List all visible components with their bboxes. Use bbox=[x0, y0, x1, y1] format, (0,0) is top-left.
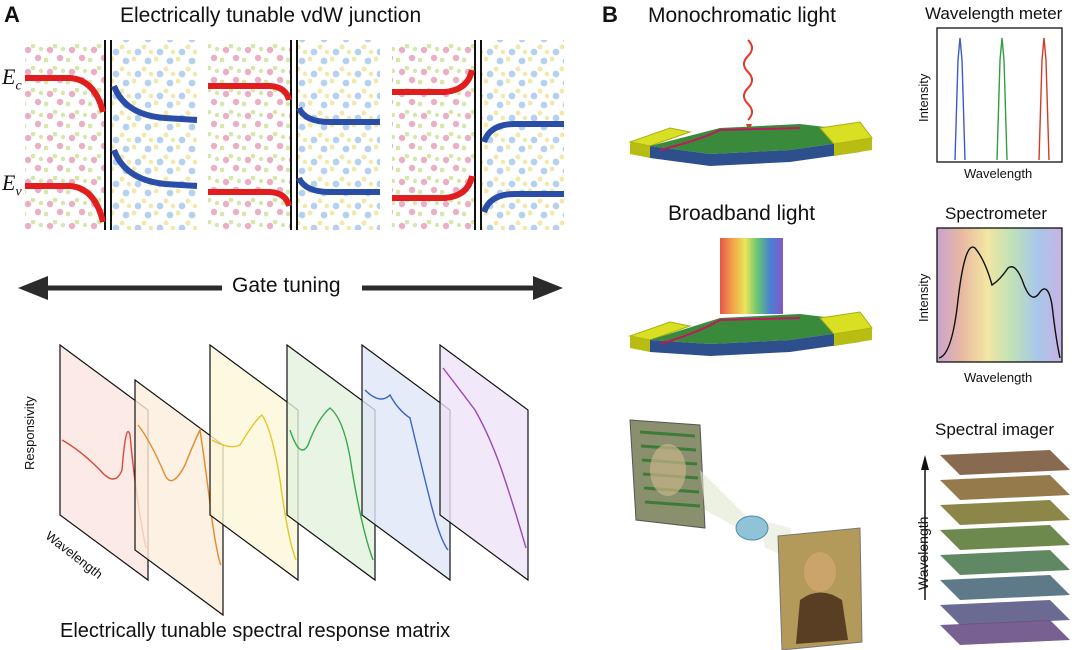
conduction-band-n-3 bbox=[481, 121, 564, 144]
panel-a-title: Electrically tunable vdW junction bbox=[120, 4, 422, 27]
response-plane-4 bbox=[286, 343, 376, 582]
spectral-imager-stack bbox=[921, 450, 1070, 645]
gate-tuning-arrow bbox=[18, 276, 563, 300]
broadband-title: Broadband light bbox=[668, 202, 816, 225]
valence-band-n-3 bbox=[481, 191, 564, 214]
wavelength-peak-green bbox=[996, 37, 1008, 161]
valence-band-n-1 bbox=[111, 148, 198, 189]
wavelength-meter-xlabel: Wavelength bbox=[964, 166, 1033, 181]
ec-label: Ec bbox=[2, 64, 22, 94]
response-plane-6 bbox=[439, 343, 529, 582]
conduction-band-p-1 bbox=[25, 75, 106, 113]
conduction-band-p-2 bbox=[208, 83, 292, 101]
spectrometer-chart bbox=[936, 227, 1063, 363]
valence-band-p-2 bbox=[208, 189, 292, 207]
spectrometer-title: Spectrometer bbox=[945, 204, 1048, 223]
junction-3 bbox=[392, 40, 564, 230]
valence-band-p-3 bbox=[392, 175, 475, 201]
conduction-band-n-2 bbox=[296, 106, 380, 125]
spectrum-curve bbox=[938, 246, 1061, 359]
spectrometer-xlabel: Wavelength bbox=[964, 370, 1033, 385]
response-plane-2 bbox=[134, 378, 224, 617]
conduction-band-p-3 bbox=[392, 69, 475, 95]
response-matrix bbox=[59, 343, 529, 617]
panel-a-letter: A bbox=[4, 2, 20, 27]
panel-b-letter: B bbox=[602, 2, 618, 27]
junction-2 bbox=[208, 40, 380, 230]
wavelength-meter-chart bbox=[936, 27, 1063, 163]
ev-label: Ev bbox=[2, 170, 22, 200]
junction-1 bbox=[25, 40, 198, 230]
response-plane-5 bbox=[361, 343, 451, 582]
gate-tuning-label: Gate tuning bbox=[232, 274, 341, 297]
wavelength-meter-ylabel: Intensity bbox=[916, 73, 931, 122]
spectral-imager-title: Spectral imager bbox=[935, 420, 1055, 439]
monochromatic-title: Monochromatic light bbox=[648, 4, 836, 27]
wavelength-meter-title: Wavelength meter bbox=[925, 4, 1063, 23]
panel-a-caption: Electrically tunable spectral response m… bbox=[60, 620, 451, 642]
conduction-band-n-1 bbox=[111, 84, 198, 123]
spectral-imager-axis-label: Wavelength bbox=[915, 516, 931, 590]
wavelength-peak-red bbox=[1038, 37, 1050, 161]
responsivity-axis-label: Responsivity bbox=[22, 396, 37, 470]
wavelength-peak-blue bbox=[954, 37, 966, 161]
valence-band-p-1 bbox=[25, 183, 106, 223]
spectrometer-ylabel: Intensity bbox=[916, 273, 931, 322]
monochromatic-device bbox=[628, 39, 873, 166]
response-plane-3 bbox=[209, 343, 299, 582]
broadband-device bbox=[628, 238, 873, 356]
imaging-setup bbox=[629, 419, 863, 650]
valence-band-n-2 bbox=[296, 176, 380, 195]
